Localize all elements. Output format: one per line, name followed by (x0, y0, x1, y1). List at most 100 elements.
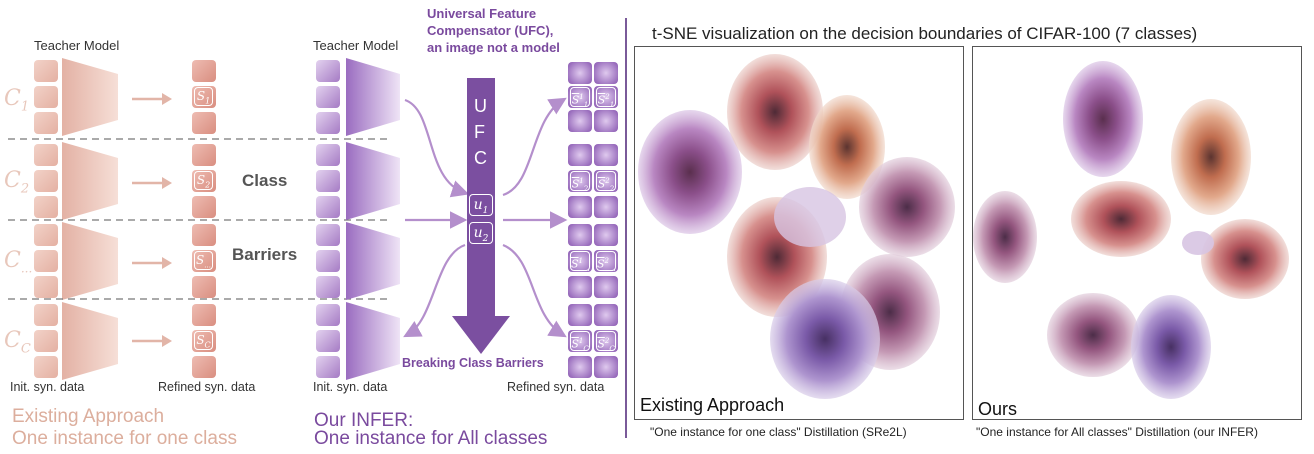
tilde-syn-symbol: S11 (570, 87, 590, 109)
init-data-cell (34, 170, 58, 192)
refined-data-cell (568, 356, 592, 378)
refined-data-cell (192, 112, 216, 134)
breaking-barriers-label: Breaking Class Barriers (402, 356, 544, 370)
refined-data-cell (568, 224, 592, 246)
refined-data-cell (192, 276, 216, 298)
init-data-cell (34, 276, 58, 298)
init-data-cell (34, 86, 58, 108)
tilde-syn-symbol: S2... (596, 251, 616, 273)
refined-syn-label-right: Refined syn. data (507, 380, 605, 394)
tilde-syn-symbol: S12 (570, 171, 590, 193)
cluster-blob (770, 279, 880, 399)
init-data-cell (34, 304, 58, 326)
syn-symbol-1: S1 (194, 87, 213, 106)
refined-data-cell: S22 (594, 170, 618, 193)
init-syn-label-left: Init. syn. data (10, 380, 85, 394)
ufc-letter-f: F (474, 122, 485, 142)
panel-label-existing: Existing Approach (640, 395, 785, 415)
refined-data-cell (568, 62, 592, 84)
teacher-model-shape (62, 58, 118, 136)
syn-symbol-dots: S... (194, 251, 213, 270)
ufc-title-1: Universal Feature (427, 6, 537, 21)
teacher-model-shape (346, 302, 400, 380)
refined-data-cell: S12 (568, 170, 592, 193)
tilde-syn-symbol: S1C (570, 331, 590, 353)
class-barrier-label: Class (238, 171, 292, 191)
init-data-cell (34, 60, 58, 82)
refined-data-cell (192, 304, 216, 326)
init-data-cell (316, 196, 340, 218)
existing-approach-title: Existing Approach (12, 406, 165, 427)
ufc-symbol-u1: u1 (469, 194, 493, 216)
init-data-cell (316, 144, 340, 166)
teacher-model-label-left: Teacher Model (34, 38, 120, 53)
teacher-model-shape (62, 302, 118, 380)
refined-data-cell: S21 (594, 86, 618, 109)
teacher-model-label-right: Teacher Model (313, 38, 399, 53)
panel-label-ours: Ours (978, 399, 1018, 419)
refined-data-cell (594, 224, 618, 246)
refined-data-cell (594, 196, 618, 218)
arrow-right (132, 257, 172, 269)
refined-data-cell (568, 144, 592, 166)
init-data-cell (34, 112, 58, 134)
refined-data-cell (568, 110, 592, 132)
init-data-cell (34, 250, 58, 272)
refined-syn-label-left: Refined syn. data (158, 380, 256, 394)
ufc-title-2: Compensator (UFC), (427, 23, 554, 38)
cluster-blob (638, 110, 742, 234)
class-label-2: C2 (4, 168, 30, 197)
refined-data-cell (594, 304, 618, 326)
refined-data-cell: S1 (192, 86, 216, 108)
cluster-blob (1047, 293, 1139, 377)
tsne-plot-existing (638, 54, 955, 399)
existing-approach-subtitle: One instance for one class (12, 428, 237, 449)
init-data-cell (316, 86, 340, 108)
section-divider (625, 18, 627, 438)
init-data-cell (34, 144, 58, 166)
teacher-model-shape (62, 142, 118, 220)
caption-ours: "One instance for All classes" Distillat… (976, 425, 1258, 439)
infer-title: Our INFER: (314, 410, 414, 431)
barriers-label: Barriers (228, 245, 302, 265)
refined-data-cell (594, 144, 618, 166)
refined-data-cell: S1... (568, 250, 592, 273)
ufc-letter-c: C (474, 148, 487, 168)
tsne-title: t-SNE visualization on the decision boun… (652, 24, 1198, 43)
class-label-1: C1 (4, 86, 30, 115)
refined-data-cell (192, 196, 216, 218)
cluster-blob (1131, 295, 1211, 399)
tsne-panel-existing: Existing Approach (634, 46, 964, 420)
refined-data-cell (594, 356, 618, 378)
init-data-cell (316, 250, 340, 272)
class-label-c: CC (4, 328, 31, 357)
tsne-panel-ours: Ours (972, 46, 1302, 420)
syn-symbol-2: S2 (194, 171, 213, 190)
cluster-blob (1171, 99, 1251, 215)
cluster-bridge (774, 187, 846, 247)
refined-data-cell (192, 144, 216, 166)
arrow-right (132, 93, 172, 105)
cluster-blob (727, 54, 823, 170)
init-data-cell (34, 330, 58, 352)
ufc-letter-u: U (474, 96, 487, 116)
init-data-cell (316, 276, 340, 298)
teacher-model-shape (62, 222, 118, 300)
class-label-dots: C... (4, 248, 33, 276)
refined-data-cell (568, 196, 592, 218)
refined-data-cell (594, 110, 618, 132)
arrow-right (132, 335, 172, 347)
refined-data-cell: S2... (594, 250, 618, 273)
refined-data-cell: S... (192, 250, 216, 272)
init-data-cell (34, 356, 58, 378)
refined-data-cell (594, 62, 618, 84)
refined-data-cell: SC (192, 330, 216, 352)
init-data-cell (316, 330, 340, 352)
refined-data-cell (192, 60, 216, 82)
refined-data-cell (192, 224, 216, 246)
init-data-cell (316, 304, 340, 326)
teacher-model-shape (346, 58, 400, 136)
refined-data-cell: S2 (192, 170, 216, 192)
ufc-title-3: an image not a model (427, 40, 560, 55)
init-data-cell (34, 196, 58, 218)
